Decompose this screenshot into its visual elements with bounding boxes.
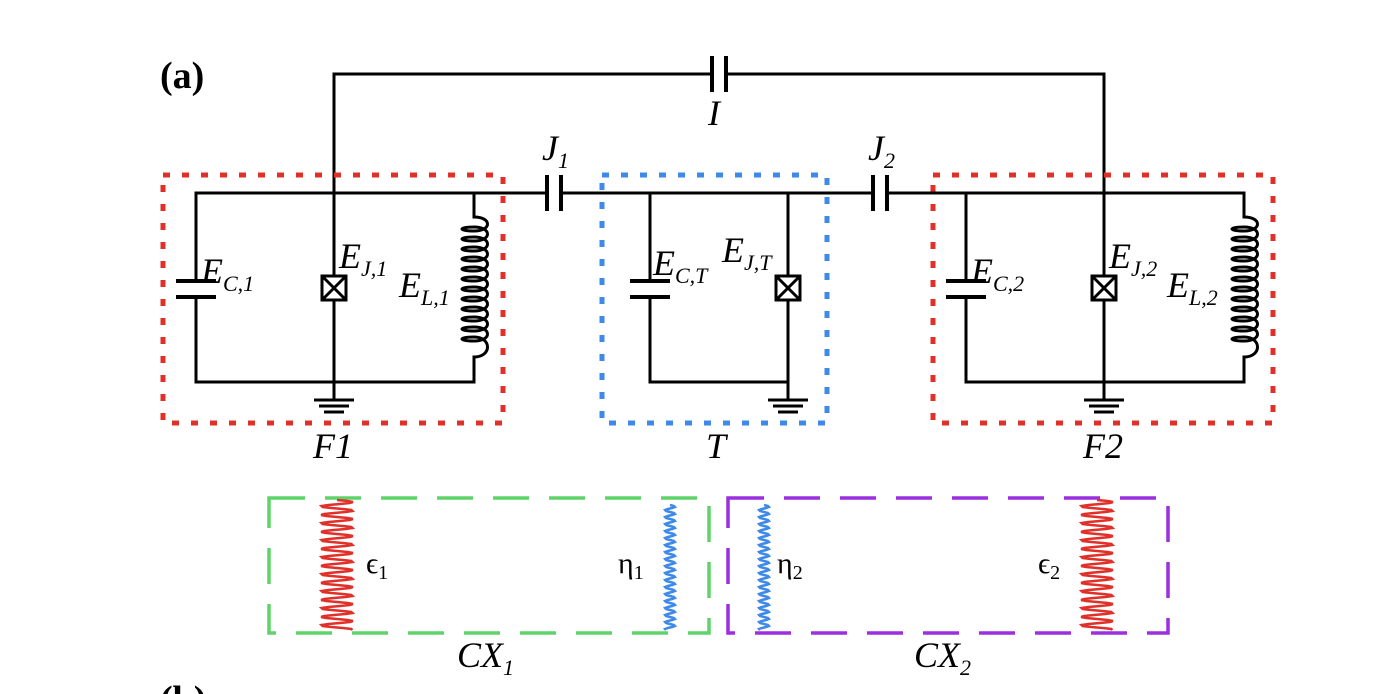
cx1-gate: ϵ1 η1 CX1 [267, 496, 711, 680]
junction-icon [1090, 274, 1118, 302]
el1-label: EL,1 [398, 265, 450, 310]
ejt-label: EJ,T [721, 230, 773, 275]
el2-label: EL,2 [1166, 265, 1218, 310]
epsilon2-label: ϵ2 [1038, 547, 1060, 584]
junction-icon [774, 274, 802, 302]
ground-icon [768, 398, 808, 414]
fluxonium-1-box [160, 172, 506, 426]
ground-icon [1084, 398, 1124, 414]
f1-label: F1 [312, 426, 353, 466]
ec2-label: EC,2 [970, 251, 1024, 296]
inductor-icon [1230, 215, 1259, 359]
fluxonium-2: EC,2 EJ,2 EL,2 F2 [885, 172, 1276, 466]
cx2-label: CX2 [914, 635, 971, 680]
panel-label-b: (b) [160, 679, 206, 694]
transmon-box [599, 172, 830, 426]
ground-icon [314, 398, 354, 414]
junction-icon [320, 274, 348, 302]
strong-drive-wave-icon [1078, 498, 1116, 631]
coupler-i-label: I [707, 93, 722, 133]
inductor-icon [460, 215, 489, 359]
transmon: EC,T EJ,T T [599, 172, 830, 466]
fluxonium-2-box [930, 172, 1276, 426]
strong-drive-wave-icon [318, 498, 356, 631]
ej1-label: EJ,1 [338, 236, 387, 281]
t-label: T [706, 426, 729, 466]
ej2-label: EJ,2 [1108, 236, 1157, 281]
j2-label: J2 [868, 128, 895, 173]
ec1-label: EC,1 [200, 251, 254, 296]
eta1-label: η1 [618, 547, 644, 584]
ect-label: EC,T [652, 243, 709, 288]
coupler-j2: J2 [786, 128, 895, 211]
weak-drive-wave-icon [662, 503, 678, 631]
f2-label: F2 [1082, 426, 1123, 466]
j1-label: J1 [542, 128, 569, 173]
cx1-label: CX1 [457, 635, 514, 680]
epsilon1-label: ϵ1 [366, 547, 388, 584]
cx2-gate: η2 ϵ2 CX2 [726, 496, 1170, 680]
coupler-i: I [332, 56, 1106, 195]
cx2-box [726, 496, 1170, 635]
cx1-box [267, 496, 711, 635]
fluxonium-1: EC,1 EJ,1 EL,1 F1 [160, 172, 549, 466]
panel-label-a: (a) [160, 55, 204, 97]
weak-drive-wave-icon [756, 503, 772, 631]
eta2-label: η2 [777, 547, 803, 584]
coupler-j1: J1 [542, 128, 790, 211]
